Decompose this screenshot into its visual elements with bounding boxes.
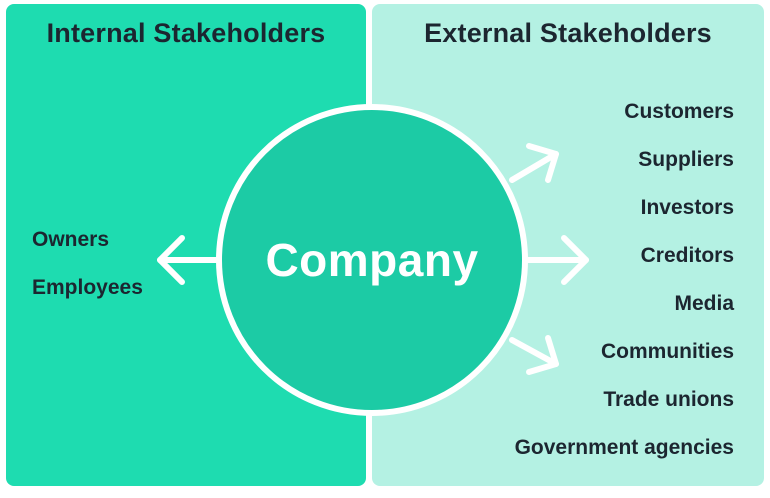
internal-stakeholders-list: Owners Employees bbox=[32, 226, 143, 322]
external-item: Investors bbox=[640, 196, 734, 219]
internal-item: Owners bbox=[32, 228, 110, 251]
internal-item: Employees bbox=[32, 276, 143, 299]
external-stakeholders-list: Customers Suppliers Investors Creditors … bbox=[515, 98, 734, 482]
external-stakeholders-title: External Stakeholders bbox=[424, 18, 712, 48]
external-item: Trade unions bbox=[603, 388, 734, 411]
external-item: Customers bbox=[624, 100, 734, 123]
internal-stakeholders-title: Internal Stakeholders bbox=[46, 18, 326, 48]
external-item: Media bbox=[674, 292, 734, 315]
external-item: Creditors bbox=[640, 244, 734, 267]
company-label: Company bbox=[265, 234, 479, 286]
external-item: Communities bbox=[600, 340, 734, 363]
company-circle: Company bbox=[216, 104, 528, 416]
external-item: Government agencies bbox=[514, 436, 734, 459]
external-item: Suppliers bbox=[638, 148, 734, 171]
